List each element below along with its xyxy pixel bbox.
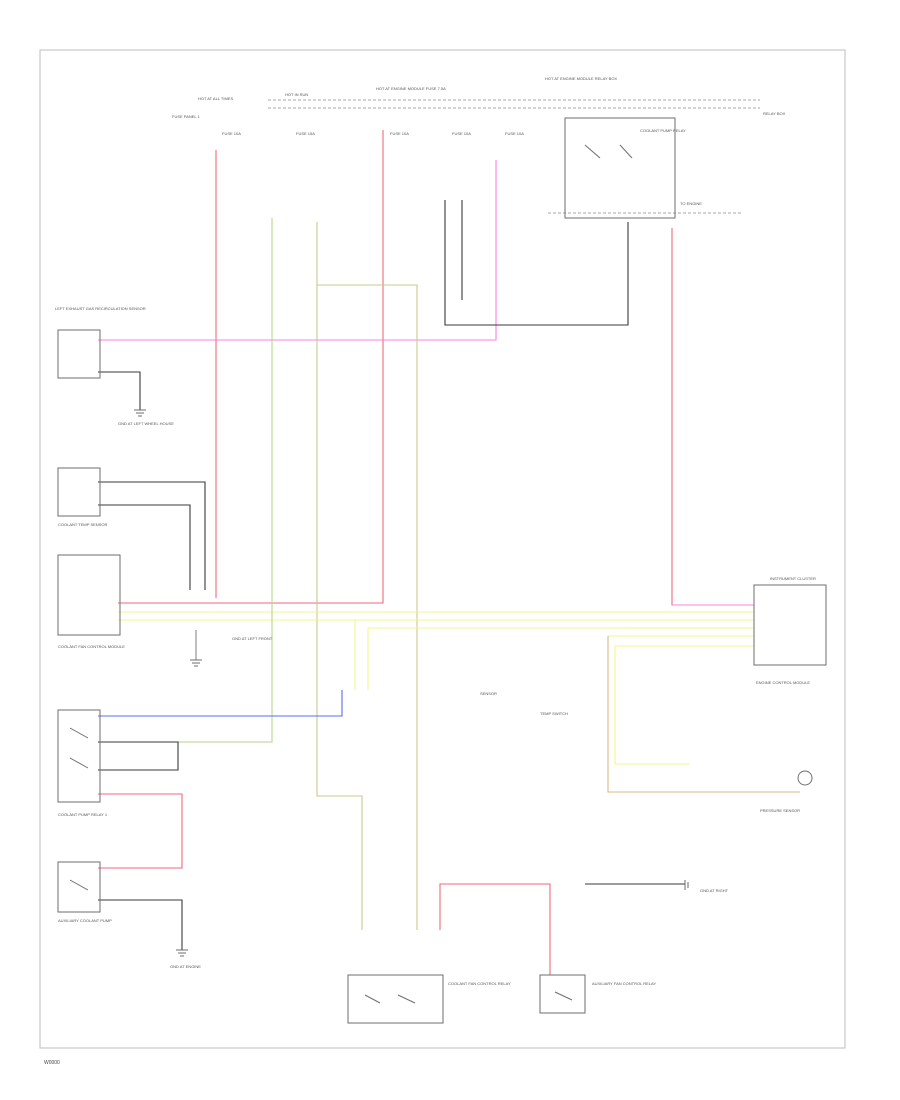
- label-ground-mid: GND AT LEFT FRONT: [232, 636, 273, 641]
- label-fan-control-module: COOLANT FAN CONTROL MODULE: [58, 644, 125, 649]
- label-ecm-right: ENGINE CONTROL MODULE: [756, 680, 810, 685]
- label-coolant-pump: COOLANT PUMP RELAY 1: [58, 812, 108, 817]
- ground-symbol-bottom-left: [176, 949, 188, 957]
- label-fuse-b: FUSE 15A: [296, 131, 315, 136]
- label-pressure-sensor: PRESSURE SENSOR: [760, 808, 800, 813]
- label-auxiliary-pump: AUXILIARY COOLANT PUMP: [58, 918, 112, 923]
- fan-control-module-box: [57, 554, 121, 636]
- label-coolant-relay: COOLANT PUMP RELAY: [640, 128, 686, 133]
- label-instrument-cluster: INSTRUMENT CLUSTER: [770, 576, 816, 581]
- label-fuse-d: FUSE 10A: [452, 131, 471, 136]
- wire-blue-1: [98, 690, 343, 717]
- power-bus: [268, 99, 760, 214]
- wire-black-4: [98, 371, 141, 410]
- label-fuse-a-no: FUSE 10A: [222, 131, 241, 136]
- label-temp-switch: TEMP SWITCH: [540, 711, 568, 716]
- label-sensor-top: LEFT EXHAUST GAS RECIRCULATION SENSOR: [55, 306, 146, 311]
- coolant-pump-relay-top-box: [564, 117, 676, 219]
- wire-red-2: [118, 130, 384, 604]
- label-right-ref: TO ENGINE: [680, 201, 702, 206]
- footer-code: W0000: [44, 1060, 60, 1066]
- aux-fan-relay-box: [539, 974, 586, 1014]
- wire-red-3: [671, 228, 754, 606]
- wire-black-6: [98, 504, 191, 590]
- wire-red-4: [98, 793, 183, 869]
- label-fuse-c: FUSE 10A: [390, 131, 409, 136]
- label-fan-control-relay: COOLANT FAN CONTROL RELAY: [448, 981, 511, 986]
- label-aux-fan-relay: AUXILIARY FAN CONTROL RELAY: [592, 981, 656, 986]
- label-fuse-box: RELAY BOX: [763, 111, 786, 116]
- coolant-temp-sensor-box: [57, 467, 101, 517]
- wire-olive-2: [316, 285, 363, 930]
- switch-contact-1: [69, 144, 633, 1004]
- label-sensor-mid: SENSOR: [480, 691, 497, 696]
- label-ground-left: GND AT LEFT WHEEL HOUSE: [118, 421, 174, 426]
- ground-symbol-left: [134, 409, 146, 417]
- label-fuse-e: FUSE 10A: [505, 131, 524, 136]
- label-coolant-temp: COOLANT TEMP SENSOR: [58, 522, 107, 527]
- label-ground-bottom-left: GND AT ENGINE: [170, 964, 201, 969]
- wire-black-2: [444, 200, 629, 326]
- wire-pink-1: [98, 160, 497, 341]
- pressure-sensor: [797, 770, 813, 786]
- diagram-frame: [39, 49, 846, 1049]
- wire-yellow-6: [614, 645, 754, 765]
- label-fuse-a: FUSE PANEL 1: [172, 114, 201, 119]
- label-hot-b: HOT IN RUN: [285, 92, 308, 97]
- wire-black-1: [98, 741, 179, 771]
- instrument-cluster-box: [753, 584, 827, 666]
- auxiliary-pump-box: [57, 861, 101, 913]
- ground-symbol-mid: [190, 659, 202, 667]
- wire-red-5: [439, 883, 551, 975]
- ground-symbol-right: [684, 880, 689, 890]
- fan-control-relay-box: [347, 974, 444, 1024]
- wire-black-5: [98, 481, 206, 590]
- label-ground-right: GND AT RIGHT: [700, 888, 729, 893]
- wire-olive-1: [316, 222, 418, 930]
- label-ecm-top: HOT AT ENGINE MODULE FUSE 7.5A: [376, 86, 446, 91]
- wire-yellow-4: [367, 627, 754, 690]
- wire-tan-1: [607, 636, 800, 793]
- label-ecm-relay-box: HOT AT ENGINE MODULE RELAY BOX: [545, 76, 617, 81]
- wire-black-7: [98, 899, 183, 950]
- coolant-pump-relay-box: [57, 709, 101, 803]
- label-hot-a: HOT AT ALL TIMES: [198, 96, 233, 101]
- sensor-box-top: [57, 329, 101, 379]
